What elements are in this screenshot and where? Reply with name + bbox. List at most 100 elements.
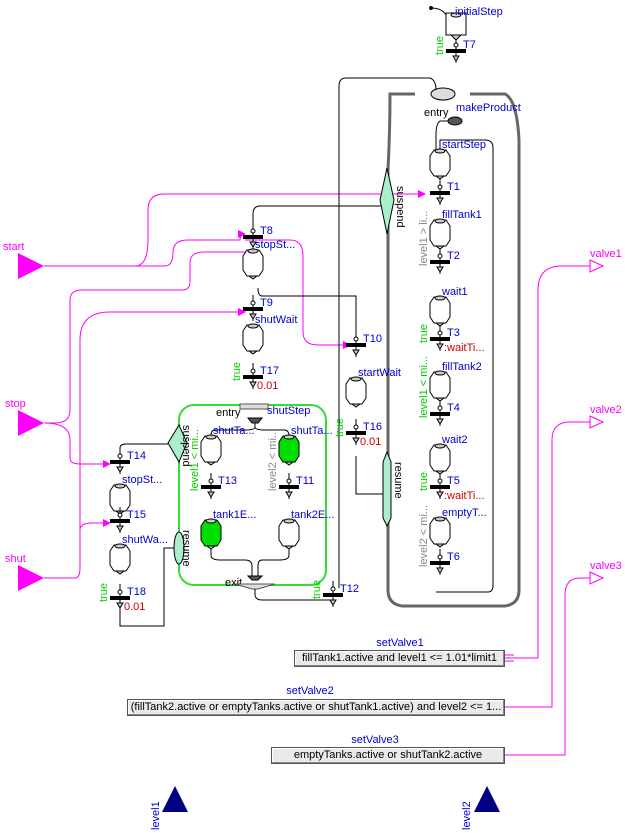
- shutstep-exit-label: exit: [225, 577, 242, 589]
- output-valve2[interactable]: valve2: [589, 404, 622, 429]
- wire-start-t1: [44, 190, 426, 267]
- input-shut[interactable]: shut: [5, 553, 44, 591]
- transition-T8[interactable]: T8: [243, 223, 273, 249]
- step-shutWait2[interactable]: shutWa...: [109, 534, 168, 575]
- step-label: emptyT...: [442, 507, 487, 519]
- transition-T11[interactable]: T11 level2 < mi...: [267, 429, 314, 499]
- step-shutTank1[interactable]: shutTa...: [200, 425, 255, 466]
- input-level2-label: level2: [461, 801, 473, 830]
- macro-entry-ellipse: [430, 87, 456, 101]
- transition-condition: level2 < mi...: [267, 429, 279, 491]
- step-wait2[interactable]: wait2: [429, 434, 468, 475]
- step-label: fillTank1: [442, 209, 482, 221]
- shutstep-resume-port[interactable]: resume: [173, 530, 192, 567]
- step-stopStep1[interactable]: stopSt...: [242, 239, 295, 280]
- step-shutWait1[interactable]: shutWait: [242, 314, 297, 355]
- steps-layer: startStep fillTank1 wait1 fillTank2 wait2 emp…: [109, 139, 487, 575]
- wire-t16-resume: [355, 456, 388, 495]
- transition-T5[interactable]: T5true:waitTi...: [418, 472, 485, 502]
- resume-label-1: resume: [392, 462, 404, 499]
- input-level2[interactable]: level2: [461, 786, 500, 830]
- transition-label: T16: [363, 421, 382, 433]
- wire-t12-up: [338, 77, 437, 588]
- macro-step-shutstep[interactable]: entry shutStep exit: [178, 403, 327, 590]
- shutstep-exit-port: [246, 575, 264, 581]
- transition-condition: true: [231, 362, 243, 381]
- transition-T3[interactable]: T3true:waitTi...: [418, 324, 485, 354]
- input-start[interactable]: start: [3, 241, 44, 279]
- step-startWait[interactable]: startWait: [345, 367, 401, 408]
- eq-stub-1: [505, 654, 514, 662]
- transition-label: T18: [127, 586, 146, 598]
- transition-label: T11: [296, 475, 314, 487]
- step-emptyTanks[interactable]: emptyT...: [429, 507, 487, 548]
- transition-T14[interactable]: T14: [110, 448, 146, 474]
- macro-step-makeproduct[interactable]: entry makeProduct: [386, 87, 521, 608]
- step-shutTank2[interactable]: shutTa...: [278, 425, 333, 466]
- transition-wait-time: 0.01: [257, 380, 278, 392]
- transition-condition: level1 < mi...: [189, 429, 201, 491]
- step-label: wait2: [441, 434, 468, 446]
- transition-wait-time: 0.01: [124, 601, 145, 613]
- step-label: fillTank2: [442, 361, 482, 373]
- transition-condition: true: [311, 580, 323, 599]
- makeproduct-suspend-port[interactable]: suspend: [379, 167, 406, 235]
- step-label: stopSt...: [255, 239, 295, 251]
- step-tank1Empty[interactable]: tank1E...: [200, 509, 256, 550]
- step-fillTank2[interactable]: fillTank2: [429, 361, 482, 402]
- suspend-label-2: suspend: [180, 425, 192, 467]
- output-valve2-label: valve2: [590, 404, 622, 416]
- transition-T9[interactable]: T9: [243, 295, 273, 321]
- output-valve1[interactable]: valve1: [589, 248, 622, 273]
- transition-T1[interactable]: T1: [430, 179, 460, 205]
- step-label: tank1E...: [213, 509, 256, 521]
- transition-label: T13: [218, 475, 237, 487]
- transition-condition: true: [334, 418, 346, 437]
- shutstep-suspend-port[interactable]: suspend: [167, 423, 192, 467]
- transition-label: T3: [447, 327, 460, 339]
- transition-label: T6: [447, 551, 460, 563]
- step-stopStep2[interactable]: stopSt...: [109, 474, 162, 515]
- wire-t18-resume: [119, 547, 176, 627]
- transition-label: T9: [260, 297, 273, 309]
- transition-T10[interactable]: T10: [346, 331, 382, 357]
- step-startStep[interactable]: startStep: [429, 139, 486, 180]
- transition-T6[interactable]: T6 level2 < mi...: [418, 505, 460, 575]
- equation-setvalve1[interactable]: fillTank1.active and level1 <= 1.01*limi…: [294, 650, 505, 667]
- step-tank2Empty[interactable]: tank2E...: [278, 509, 334, 550]
- step-fillTank1[interactable]: fillTank1: [429, 209, 482, 250]
- transition-condition: level2 < mi...: [418, 505, 430, 567]
- wire-valve1: [505, 265, 590, 659]
- step-wait1[interactable]: wait1: [429, 286, 468, 327]
- shutstep-split: [210, 423, 290, 437]
- input-level1[interactable]: level1: [150, 786, 188, 830]
- initial-step-label: initialStep: [455, 6, 503, 18]
- shutstep-entry-label: entry: [216, 407, 241, 419]
- shutstep-entry-bar: [239, 403, 269, 410]
- makeproduct-label: makeProduct: [456, 102, 521, 114]
- equation-title-setvalve3: setValve3: [351, 734, 399, 746]
- wire-exit-t12: [254, 582, 334, 601]
- transition-T13[interactable]: T13 level1 < mi...: [189, 429, 237, 499]
- transition-T15[interactable]: T15: [110, 507, 146, 533]
- equation-setvalve3[interactable]: emptyTanks.active or shutTank2.active: [271, 747, 505, 764]
- makeproduct-inner-loop: [436, 139, 494, 593]
- equation-title-setvalve2: setValve2: [286, 685, 334, 697]
- transition-wait-time: :waitTi...: [444, 490, 485, 502]
- makeproduct-resume-port[interactable]: resume: [382, 450, 404, 528]
- input-stop[interactable]: stop: [5, 398, 44, 436]
- wire-shut-t15: [44, 519, 111, 579]
- output-valve3[interactable]: valve3: [589, 560, 622, 585]
- initial-step[interactable]: initialStep: [429, 6, 503, 41]
- equation-setvalve2[interactable]: (fillTank2.active or emptyTanks.active o…: [127, 699, 505, 716]
- resume-label-2: resume: [180, 530, 192, 567]
- equation-title-setvalve1: setValve1: [376, 637, 424, 649]
